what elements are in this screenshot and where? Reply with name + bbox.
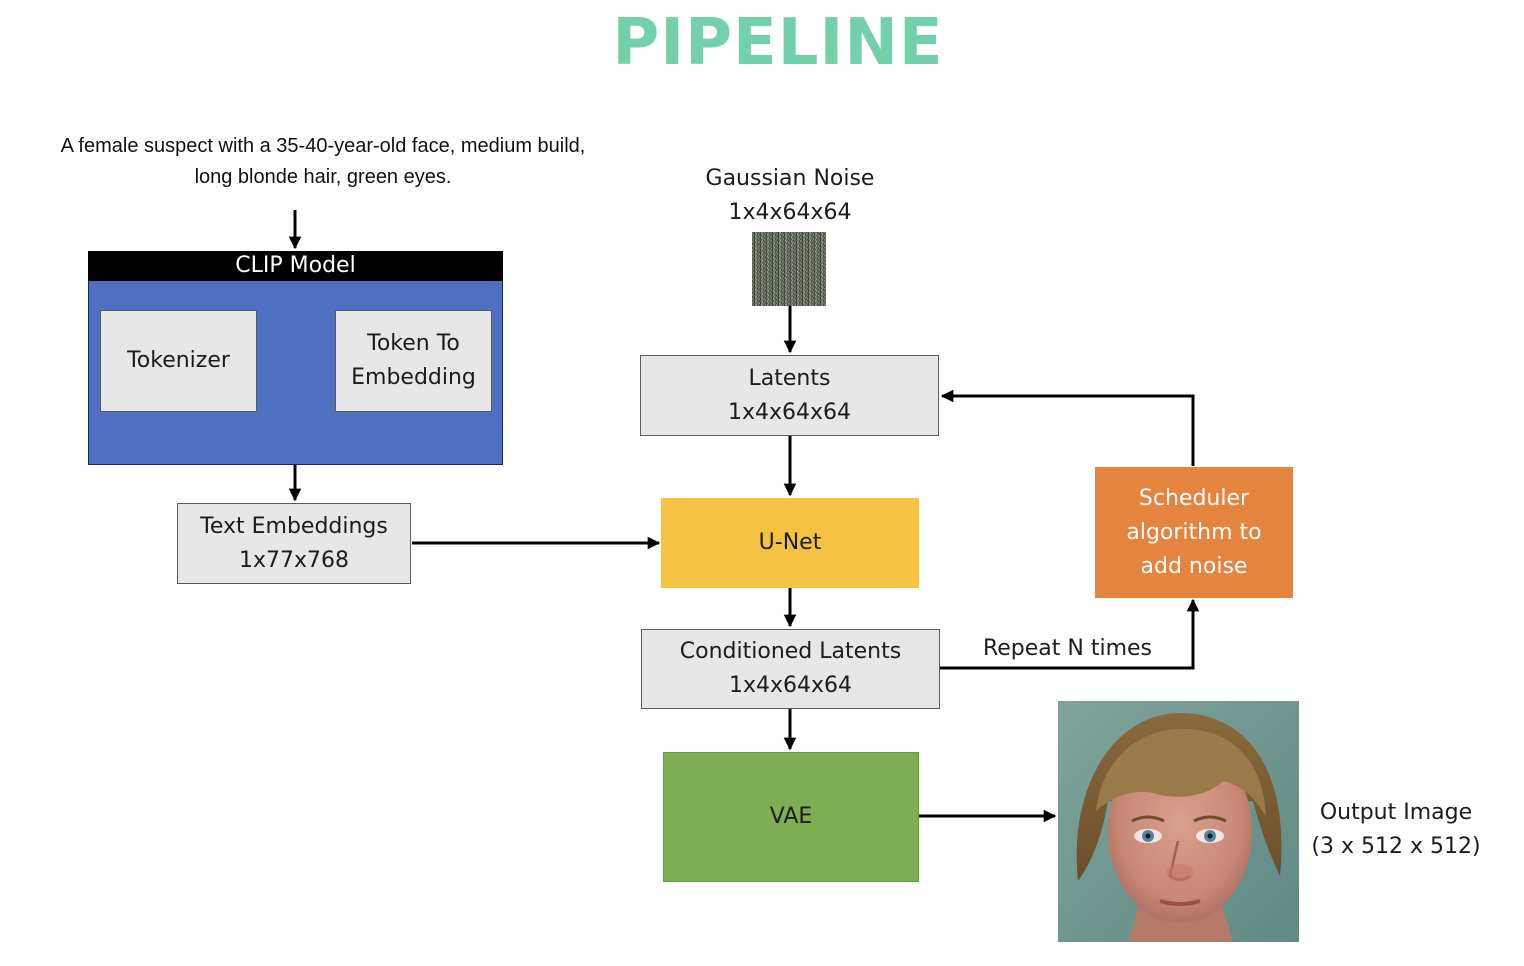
scheduler-label-line-1: Scheduler bbox=[1138, 485, 1250, 511]
gaussian-noise-title: Gaussian Noise bbox=[705, 166, 875, 191]
vae-label: VAE bbox=[769, 804, 813, 829]
arrow-scheduler-to-latents bbox=[940, 389, 1195, 466]
text-embeddings-label: Text Embeddings bbox=[200, 513, 388, 539]
gaussian-noise-shape: 1x4x64x64 bbox=[728, 200, 852, 225]
unet-box: U-Net bbox=[661, 498, 919, 588]
unet-label: U-Net bbox=[758, 530, 822, 555]
latents-box: Latents 1x4x64x64 bbox=[640, 355, 939, 436]
tokenizer-box: Tokenizer bbox=[100, 310, 257, 412]
gaussian-noise-image bbox=[752, 232, 826, 306]
token-to-embedding-box: Token To Embedding bbox=[335, 310, 492, 412]
token-to-embedding-label-line-1: Token To bbox=[367, 331, 460, 356]
vae-box: VAE bbox=[663, 752, 919, 882]
text-embeddings-box: Text Embeddings 1x77x768 bbox=[177, 503, 411, 584]
scheduler-box: Scheduler algorithm to add noise bbox=[1095, 467, 1293, 598]
scheduler-label-line-3: add noise bbox=[1140, 553, 1248, 579]
gaussian-noise-label: Gaussian Noise 1x4x64x64 bbox=[680, 162, 900, 230]
text-prompt-line-2: long blonde hair, green eyes. bbox=[194, 166, 452, 188]
tokenizer-label: Tokenizer bbox=[127, 348, 230, 373]
text-prompt-line-1: A female suspect with a 35-40-year-old f… bbox=[60, 135, 586, 157]
output-image-shape: (3 x 512 x 512) bbox=[1311, 834, 1481, 859]
scheduler-label-line-2: algorithm to bbox=[1126, 519, 1262, 545]
text-embeddings-shape: 1x77x768 bbox=[238, 547, 350, 573]
output-image-label: Output Image (3 x 512 x 512) bbox=[1300, 796, 1492, 864]
latents-label: Latents bbox=[748, 365, 831, 391]
face-portrait-image bbox=[1058, 701, 1299, 942]
conditioned-latents-box: Conditioned Latents 1x4x64x64 bbox=[641, 629, 940, 709]
clip-model-header: CLIP Model bbox=[88, 251, 503, 281]
arrow-conditioned-latents-to-scheduler bbox=[940, 598, 1200, 670]
conditioned-latents-shape: 1x4x64x64 bbox=[728, 673, 853, 698]
latents-shape: 1x4x64x64 bbox=[727, 399, 852, 425]
conditioned-latents-label: Conditioned Latents bbox=[679, 639, 902, 664]
output-image-title: Output Image bbox=[1319, 800, 1473, 825]
text-prompt: A female suspect with a 35-40-year-old f… bbox=[20, 131, 626, 193]
repeat-label: Repeat N times bbox=[982, 636, 1153, 661]
page-title: PIPELINE bbox=[612, 6, 944, 80]
token-to-embedding-label-line-2: Embedding bbox=[351, 365, 476, 390]
output-image bbox=[1058, 701, 1299, 942]
